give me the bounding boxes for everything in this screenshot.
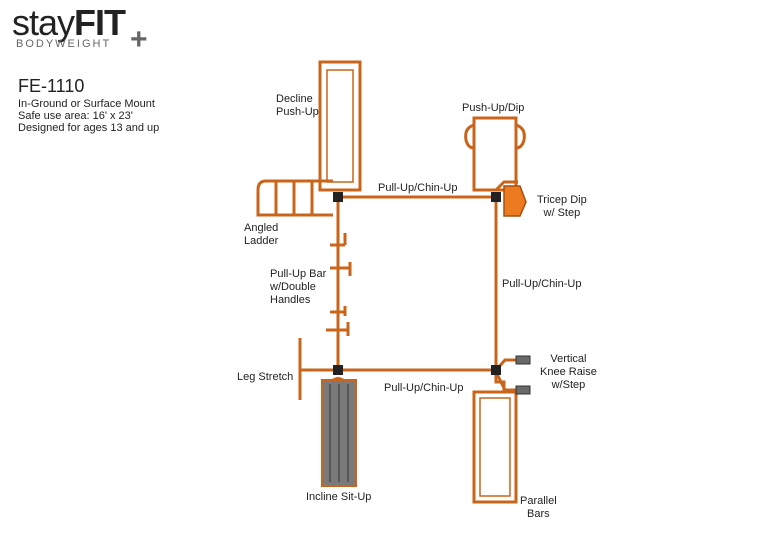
label-incline-situp: Incline Sit-Up	[306, 491, 372, 503]
product-info: FE-1110 In-Ground or Surface Mount Safe …	[18, 76, 159, 134]
dip-handle	[515, 123, 526, 150]
label-leg-stretch: Leg Stretch	[237, 371, 294, 383]
label-pushup-dip: Push-Up/Dip	[462, 102, 525, 114]
decline-pushup-inner	[326, 69, 354, 183]
pullup-handle	[326, 322, 350, 336]
label-pullup-top: Pull-Up/Chin-Up	[378, 182, 458, 194]
post	[333, 365, 343, 375]
brand-name: stayFIT	[12, 2, 126, 43]
label-pullup-bottom: Pull-Up/Chin-Up	[384, 382, 464, 394]
knee-raise-pad	[515, 385, 531, 395]
tricep-dip-arm	[494, 180, 518, 192]
model-number: FE-1110	[18, 76, 85, 96]
parallel-bars-frame	[472, 390, 518, 504]
decline-pushup-frame	[318, 60, 362, 192]
label-pullup-right: Pull-Up/Chin-Up	[502, 278, 582, 290]
pullup-handle	[330, 306, 347, 316]
info-line: Safe use area: 16' x 23'	[18, 110, 133, 122]
pullup-handle	[330, 262, 352, 276]
pullup-handle	[330, 233, 347, 247]
dip-handle	[464, 123, 475, 150]
brand-tagline: BODYWEIGHT	[16, 38, 112, 50]
brand-logo: stayFIT BODYWEIGHT +	[12, 2, 148, 55]
parallel-bars-inner	[479, 397, 511, 497]
post	[333, 192, 343, 202]
pushup-dip-frame	[472, 116, 518, 192]
post	[491, 365, 501, 375]
info-line: In-Ground or Surface Mount	[18, 98, 155, 110]
angled-ladder-frame	[256, 179, 333, 217]
parallel-bars-link	[494, 370, 506, 392]
knee-raise-pad	[515, 355, 531, 365]
tricep-dip-step	[503, 185, 527, 217]
plus-icon: +	[130, 23, 148, 56]
info-line: Designed for ages 13 and up	[18, 122, 160, 134]
post	[491, 192, 501, 202]
